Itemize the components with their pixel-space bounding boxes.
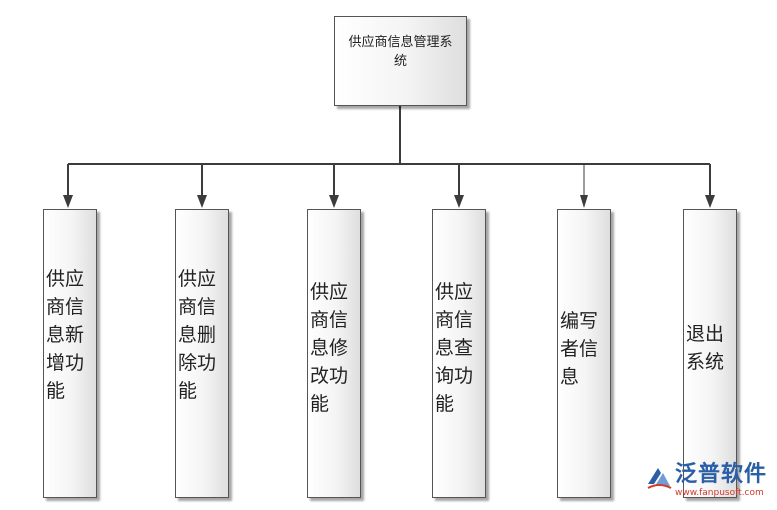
child-node-label: 退出系统 — [686, 323, 725, 373]
child-node-query: 供应商信息查询功能 — [432, 209, 486, 498]
child-node-label: 供应商信息修改功能 — [310, 281, 349, 415]
watermark-url: www.fanpusoft.com — [675, 488, 764, 498]
child-node-delete: 供应商信息删除功能 — [175, 209, 229, 498]
child-node-label: 编写者信息 — [560, 310, 599, 388]
child-node-label: 供应商信息删除功能 — [178, 268, 217, 402]
arrowhead-4 — [454, 195, 464, 208]
root-node-label: 供应商信息管理系统 — [348, 35, 453, 69]
child-node-add: 供应商信息新增功能 — [43, 209, 97, 498]
arrowhead-6 — [705, 195, 715, 208]
arrowhead-1 — [63, 195, 73, 208]
arrowhead-3 — [329, 195, 339, 208]
child-node-label: 供应商信息新增功能 — [46, 268, 85, 402]
child-node-exit: 退出系统 — [683, 209, 737, 498]
arrowhead-5 — [580, 195, 588, 208]
watermark-name: 泛普软件 — [675, 462, 768, 487]
child-node-modify: 供应商信息修改功能 — [307, 209, 361, 498]
root-node: 供应商信息管理系统 — [334, 16, 467, 106]
watermark-logo: 泛普软件 www.fanpusoft.com — [644, 462, 772, 500]
child-node-author: 编写者信息 — [557, 209, 611, 498]
child-node-label: 供应商信息查询功能 — [435, 281, 474, 415]
arrowhead-2 — [197, 195, 207, 208]
fanpu-logo-icon — [647, 468, 672, 489]
